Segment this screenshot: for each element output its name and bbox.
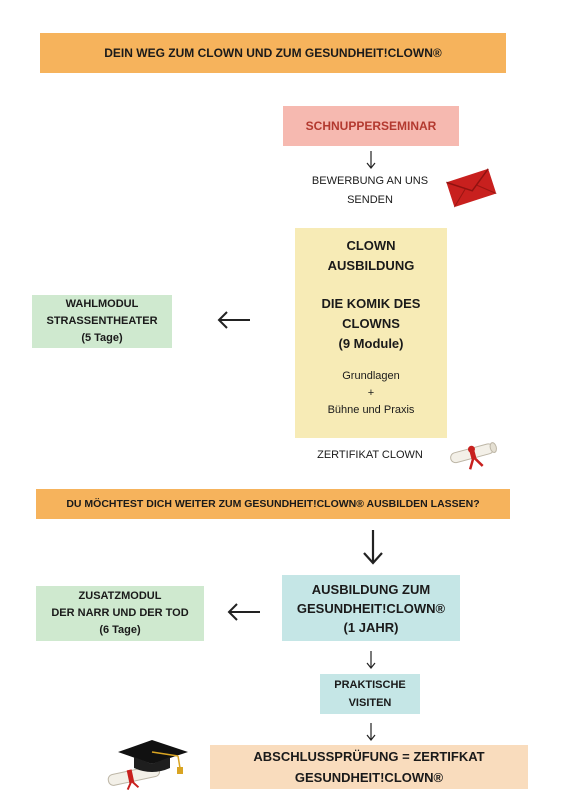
schnupperseminar-box: SCHNUPPERSEMINAR	[283, 106, 459, 146]
clown-ausbildung-box: CLOWN AUSBILDUNG DIE KOMIK DES CLOWNS (9…	[295, 228, 447, 438]
header-title: DEIN WEG ZUM CLOWN UND ZUM GESUNDHEIT!CL…	[104, 46, 442, 60]
question-banner: DU MÖCHTEST DICH WEITER ZUM GESUNDHEIT!C…	[36, 489, 510, 519]
zusatzmodul-box: ZUSATZMODUL DER NARR UND DER TOD (6 Tage…	[36, 586, 204, 641]
arrow-down-large	[363, 530, 383, 565]
clown-ausbildung-title: CLOWN	[346, 238, 396, 253]
graduation-cap-icon	[107, 740, 188, 790]
wahlmodul-box: WAHLMODUL STRASSENTHEATER (5 Tage)	[32, 295, 172, 348]
arrow-left-2	[227, 603, 260, 621]
bewerbung-text: BEWERBUNG AN UNS SENDEN	[311, 175, 429, 206]
diploma-scroll-icon	[450, 442, 497, 470]
abschlusspruefung-box: ABSCHLUSSPRÜFUNG = ZERTIFKAT GESUNDHEIT!…	[210, 745, 528, 789]
envelope-icon	[446, 168, 497, 208]
arrow-left-1	[217, 311, 250, 329]
arrow-down-small-3	[366, 723, 376, 741]
praktische-visiten-box: PRAKTISCHE VISITEN	[320, 674, 420, 714]
arrow-down-small-1	[366, 151, 376, 169]
header-banner: DEIN WEG ZUM CLOWN UND ZUM GESUNDHEIT!CL…	[40, 33, 506, 73]
zertifikat-clown-text: ZERTIFIKAT CLOWN	[317, 449, 423, 461]
arrow-down-small-2	[366, 651, 376, 669]
gesundheitclown-ausbildung-box: AUSBILDUNG ZUM GESUNDHEIT!CLOWN® (1 JAHR…	[282, 575, 460, 641]
schnupperseminar-label: SCHNUPPERSEMINAR	[305, 119, 437, 133]
